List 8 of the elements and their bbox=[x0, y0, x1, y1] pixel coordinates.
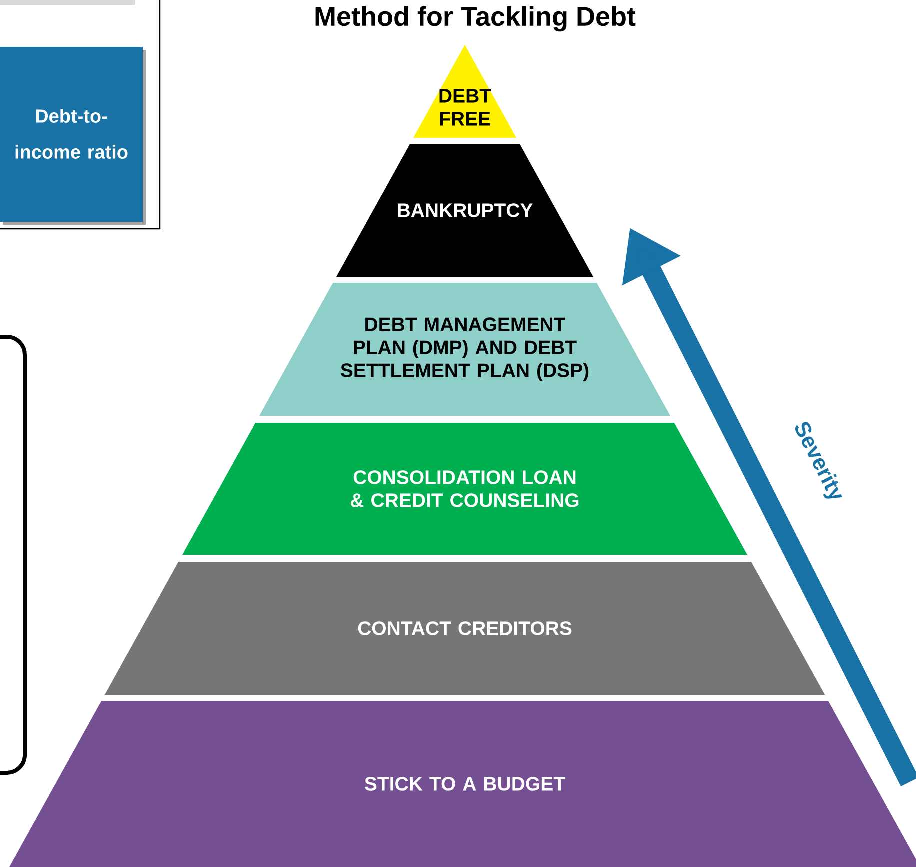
pyramid-layer: CONTACT CREDITORS bbox=[104, 562, 826, 695]
pyramid-layer: BANKRUPTCY bbox=[336, 144, 594, 277]
pyramid-layer: CONSOLIDATION LOAN & CREDIT COUNSELING bbox=[182, 422, 748, 555]
pyramid-layer: DEBT MANAGEMENT PLAN (DMP) AND DEBT SETTLEMENT PLAN (DSP) bbox=[260, 282, 670, 416]
title: Method for Tackling Debt bbox=[316, 6, 636, 32]
info-box: Debt-to- income ratio bbox=[0, 46, 146, 225]
pyramid-layer: DEBT FREE bbox=[414, 45, 516, 138]
pyramid-layer: STICK TO A BUDGET bbox=[10, 700, 916, 867]
